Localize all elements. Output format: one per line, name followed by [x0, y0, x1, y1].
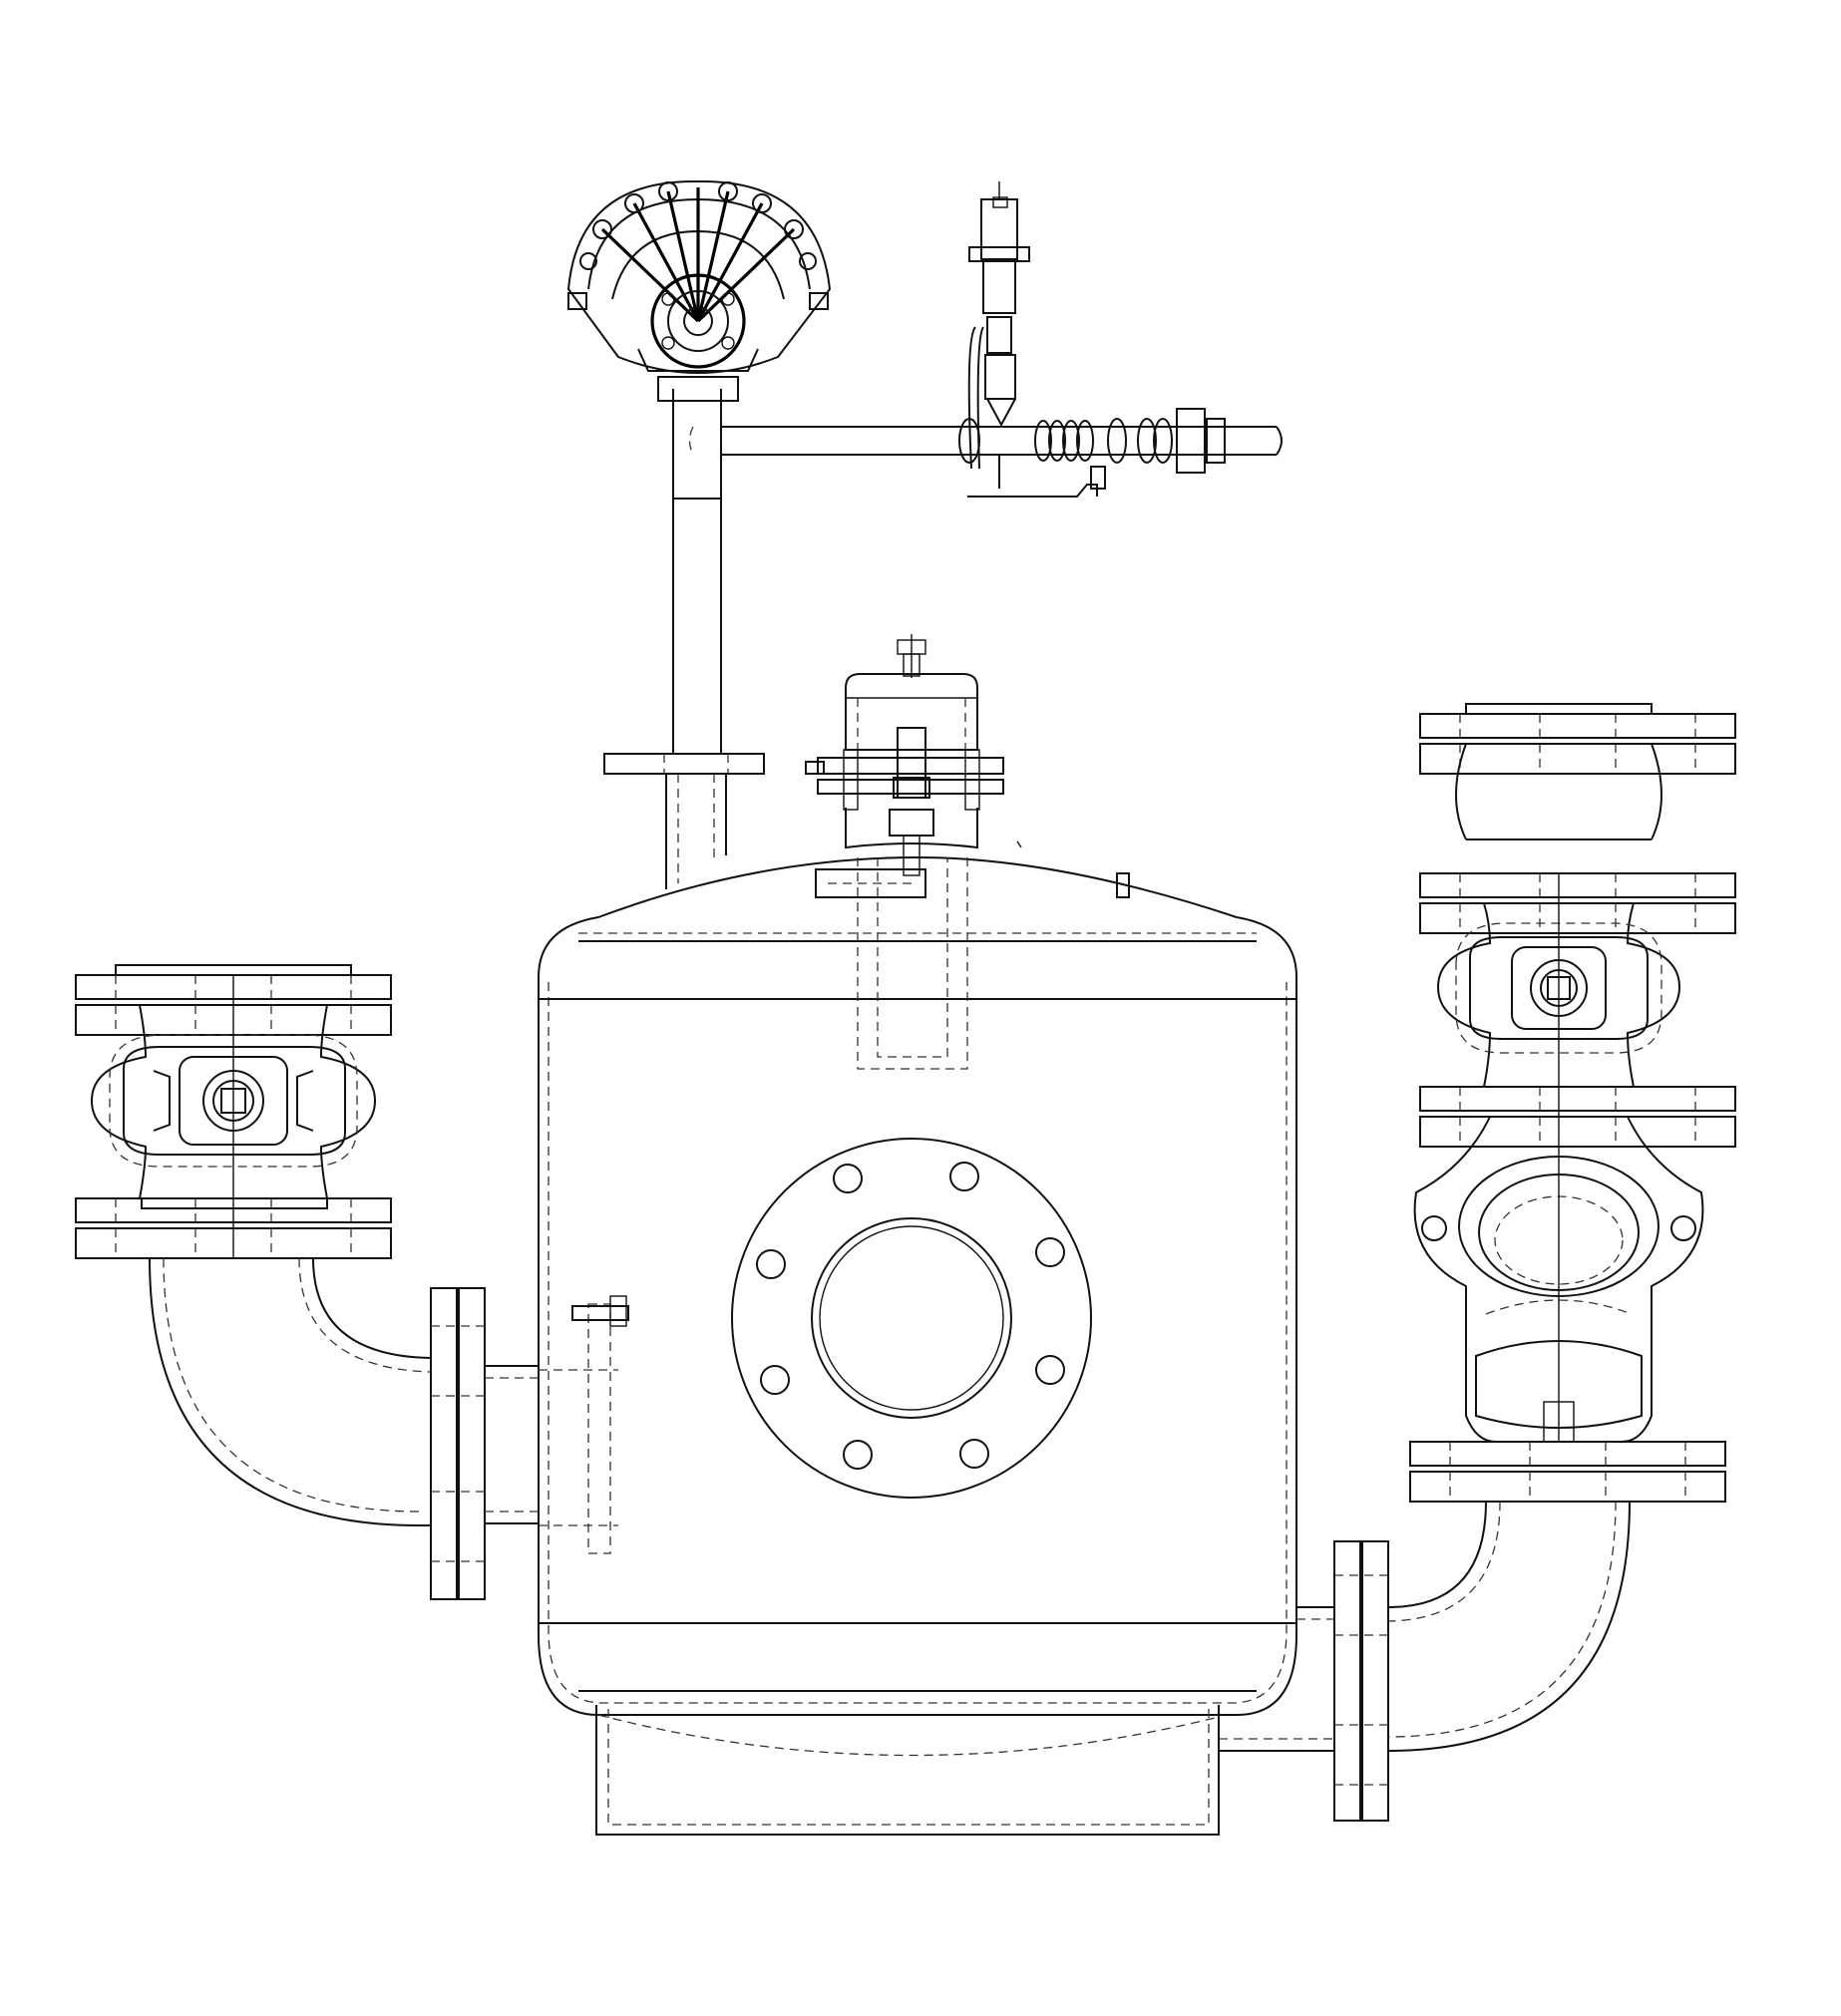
right-outlet-elbow [1219, 1501, 1631, 1822]
top-inner-well [815, 857, 968, 1070]
gauge-valve-stack [967, 181, 1106, 498]
left-inlet-valve [75, 964, 392, 1259]
right-check-valve [1409, 1116, 1726, 1503]
pump-motor-unit [805, 634, 1004, 876]
level-switch [1016, 840, 1130, 898]
tank-base-skirt [578, 1690, 1257, 1836]
tank-vessel [538, 855, 1297, 1716]
right-expansion-joint [1419, 703, 1736, 840]
riser-pipe [603, 376, 765, 889]
fan-head-assembly [566, 179, 832, 374]
left-inlet-elbow [149, 1257, 539, 1600]
manhole-flange [731, 1138, 1092, 1499]
right-gate-valve [1419, 872, 1736, 1148]
discharge-pipe-horizontal [688, 408, 1283, 474]
internal-pipe-bracket [539, 1295, 629, 1554]
